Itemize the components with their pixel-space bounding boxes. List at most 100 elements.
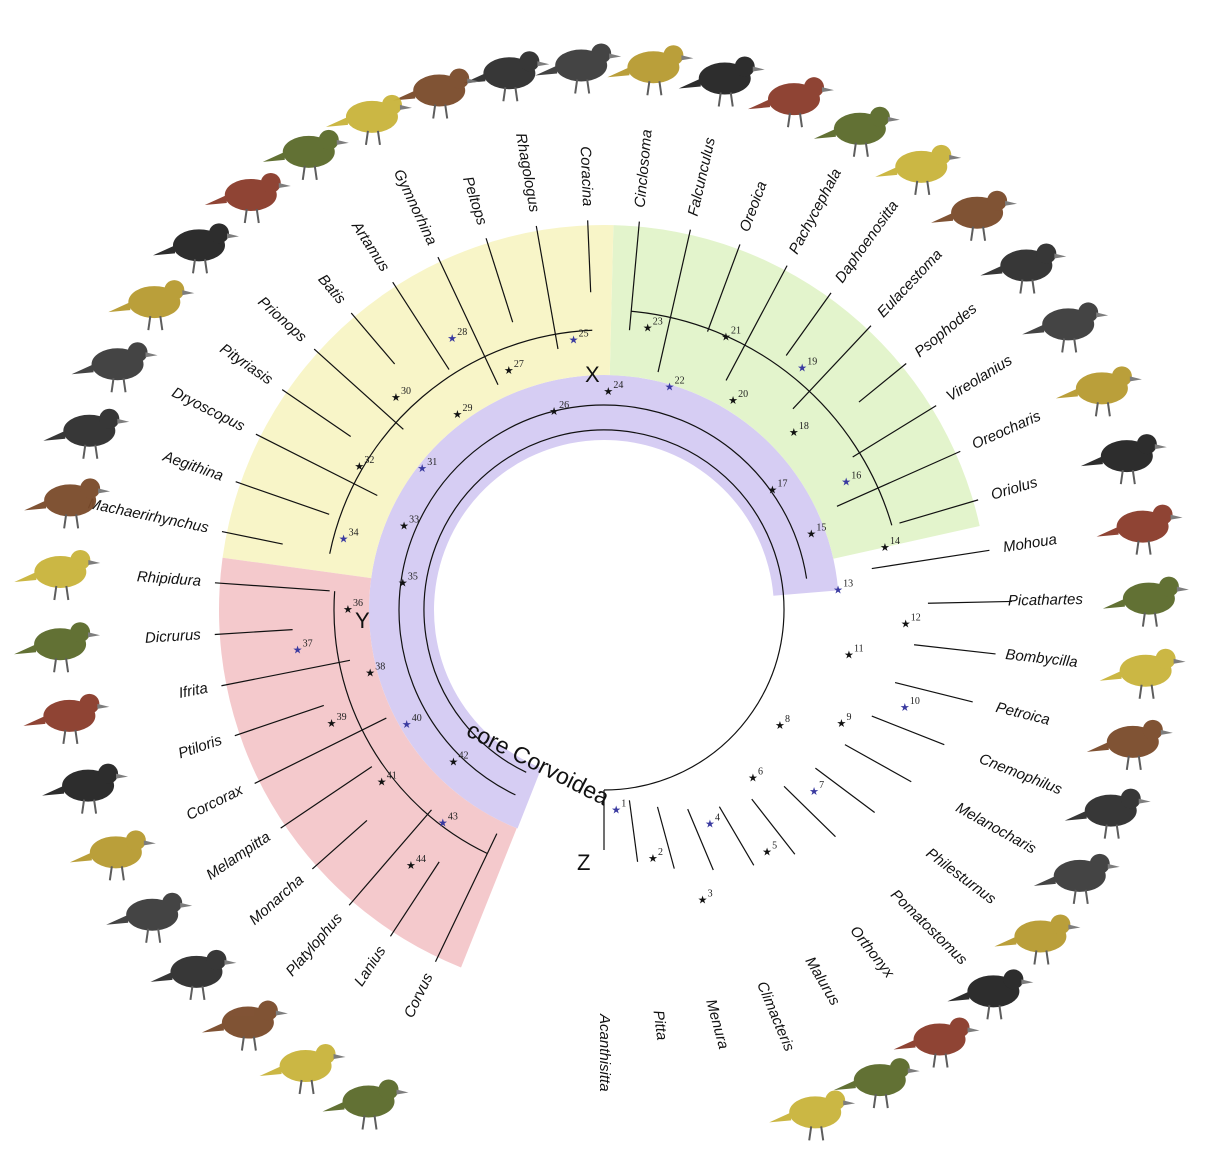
bird-illustration xyxy=(153,223,239,273)
bird-leg xyxy=(731,93,733,107)
support-star: ★ xyxy=(841,477,851,489)
bird-tail xyxy=(14,572,36,582)
bird-tail xyxy=(1065,811,1087,821)
support-star: ★ xyxy=(447,333,457,345)
bird-leg xyxy=(202,986,204,1000)
bird-illustration xyxy=(1087,720,1173,770)
support-star: ★ xyxy=(611,805,621,817)
support-star: ★ xyxy=(399,521,409,533)
support-star: ★ xyxy=(391,392,401,404)
bird-illustration xyxy=(1034,854,1120,904)
bird-illustration xyxy=(1100,649,1186,699)
taxon-label-falcunculus: Falcunculus xyxy=(685,136,719,218)
bird-head xyxy=(1137,434,1157,454)
bird-head xyxy=(70,622,90,642)
bird-beak xyxy=(146,352,158,357)
node-number: 2 xyxy=(658,847,663,858)
bird-illustration xyxy=(463,51,549,101)
bird-beak xyxy=(1130,376,1142,381)
bird-tail xyxy=(14,644,36,654)
branch-picathartes xyxy=(928,601,1012,603)
bird-tail xyxy=(1034,876,1056,886)
bird-leg xyxy=(1020,280,1022,294)
bird-illustration xyxy=(875,145,961,195)
support-star: ★ xyxy=(648,853,658,865)
bird-illustration xyxy=(748,77,834,127)
bird-illustration xyxy=(1103,577,1189,627)
taxon-label-ifrita: Ifrita xyxy=(177,680,209,702)
bird-tail xyxy=(1097,527,1119,537)
bird-head xyxy=(382,95,402,115)
bird-beak xyxy=(908,1068,920,1073)
clade-label-z: Z xyxy=(577,850,590,875)
bird-head xyxy=(825,1090,845,1110)
bird-leg xyxy=(110,866,112,880)
bird-leg xyxy=(719,93,721,107)
bird-illustration xyxy=(106,893,192,943)
bird-illustration xyxy=(72,342,158,392)
bird-beak xyxy=(88,560,100,565)
taxon-label-eulacestoma: Eulacestoma xyxy=(874,246,946,321)
bird-leg xyxy=(1117,825,1119,839)
bird-tail xyxy=(72,364,94,374)
bird-beak xyxy=(1155,444,1167,449)
bird-head xyxy=(519,51,539,71)
node-number: 44 xyxy=(416,854,426,865)
support-star: ★ xyxy=(398,578,408,590)
support-star: ★ xyxy=(721,331,731,343)
bird-illustration xyxy=(323,1079,409,1129)
bird-leg xyxy=(54,586,56,600)
node-number: 30 xyxy=(401,386,411,397)
bird-leg xyxy=(445,105,447,119)
node-number: 19 xyxy=(807,356,817,367)
bird-tail xyxy=(263,152,285,162)
bird-tail xyxy=(875,167,897,177)
bird-leg xyxy=(363,1115,365,1129)
bird-illustration xyxy=(607,45,693,95)
support-star: ★ xyxy=(748,773,758,785)
bird-leg xyxy=(75,730,77,744)
bird-beak xyxy=(180,903,192,908)
bird-tail xyxy=(42,786,64,796)
bird-leg xyxy=(788,113,790,127)
taxon-label-climacteris: Climacteris xyxy=(753,979,798,1054)
support-star: ★ xyxy=(438,817,448,829)
bird-beak xyxy=(1021,979,1033,984)
bird-head xyxy=(449,69,469,89)
bird-tail xyxy=(23,716,45,726)
node-number: 14 xyxy=(890,536,900,547)
bird-leg xyxy=(874,1094,876,1108)
bird-leg xyxy=(647,81,649,95)
node-number: 21 xyxy=(731,325,741,336)
taxon-label-malurus: Malurus xyxy=(802,954,844,1009)
bird-illustration xyxy=(108,280,194,330)
node-number: 27 xyxy=(514,359,524,370)
bird-beak xyxy=(968,1027,980,1032)
bird-leg xyxy=(1032,280,1034,294)
support-star: ★ xyxy=(806,528,816,540)
support-star: ★ xyxy=(728,395,738,407)
clade-backgrounds xyxy=(219,225,980,967)
support-star: ★ xyxy=(789,427,799,439)
bird-leg xyxy=(1121,470,1123,484)
bird-leg xyxy=(122,866,124,880)
bird-head xyxy=(128,342,148,362)
node-number: 38 xyxy=(375,661,385,672)
bird-illustration xyxy=(42,764,128,814)
bird-beak xyxy=(1177,587,1189,592)
bird-head xyxy=(99,409,119,429)
bird-illustration xyxy=(679,57,765,107)
bird-tail xyxy=(1087,742,1109,752)
support-star: ★ xyxy=(809,786,819,798)
node-number: 13 xyxy=(843,578,853,589)
bird-leg xyxy=(54,658,56,672)
support-star: ★ xyxy=(768,485,778,497)
node-number: 28 xyxy=(457,327,467,338)
bird-leg xyxy=(94,800,96,814)
bird-tail xyxy=(260,1066,282,1076)
taxon-label-bombycilla: Bombycilla xyxy=(1005,646,1079,671)
bird-leg xyxy=(1046,950,1048,964)
bird-leg xyxy=(1034,950,1036,964)
bird-head xyxy=(1121,789,1141,809)
bird-tail xyxy=(24,500,46,510)
